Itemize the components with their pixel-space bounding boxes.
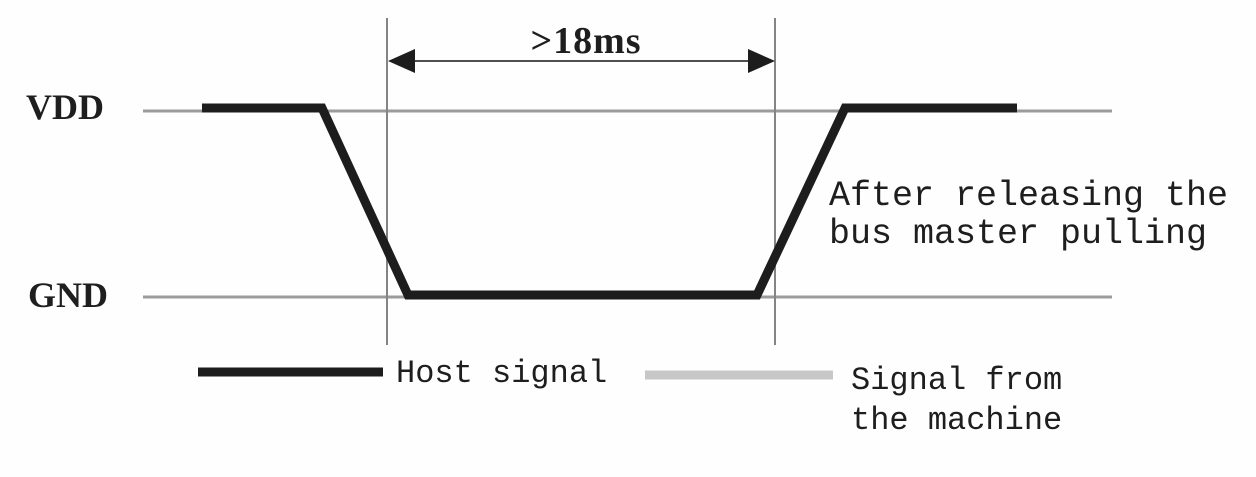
- legend-host-label: Host signal: [396, 355, 608, 392]
- duration-annotation: >18ms: [530, 20, 642, 62]
- vdd-label: VDD: [26, 87, 104, 127]
- duration-arrow-head-right-icon: [748, 49, 775, 73]
- release-note-line2: bus master pulling: [829, 214, 1208, 254]
- legend-machine-label-line2: the machine: [851, 402, 1063, 439]
- release-note-line1: After releasing the: [829, 176, 1229, 216]
- duration-arrow-head-left-icon: [388, 49, 415, 73]
- gnd-label: GND: [28, 275, 108, 315]
- legend-machine-label: Signal from the machine: [851, 361, 1062, 441]
- legend-machine-label-line1: Signal from: [851, 362, 1063, 399]
- host-signal-waveform: [202, 103, 1017, 300]
- release-note: After releasing the bus master pulling: [829, 177, 1228, 253]
